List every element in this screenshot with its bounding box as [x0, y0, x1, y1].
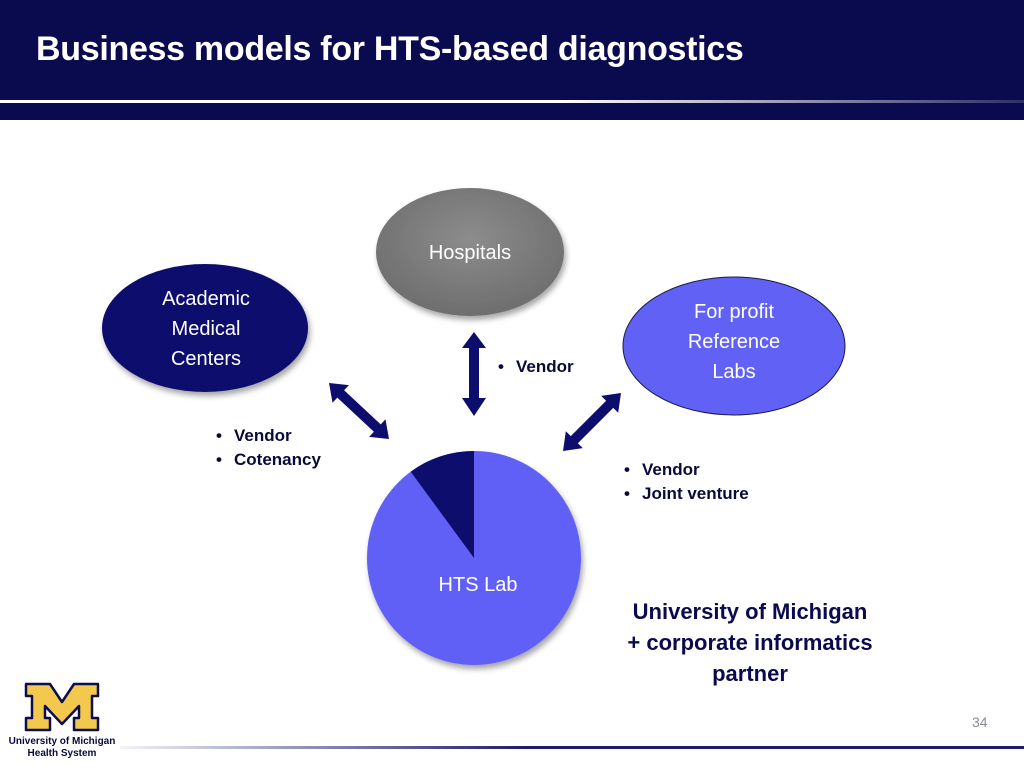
academic-label-line-3: Centers — [170, 348, 242, 370]
for-profit-relationship-item: Joint venture — [620, 482, 749, 506]
university-logo: University of Michigan Health System — [0, 680, 124, 768]
logo-text-line-1: University of Michigan — [8, 736, 116, 747]
academic-double-arrow — [329, 383, 389, 439]
for-profit-label-line-2: Reference — [687, 331, 781, 353]
for-profit-relationship-list: Vendor Joint venture — [620, 458, 749, 506]
footer-rule — [120, 746, 1024, 749]
hts-lab-node — [367, 451, 581, 665]
for-profit-reference-labs-node — [622, 276, 846, 416]
slide-title: Business models for HTS-based diagnostic… — [36, 30, 744, 68]
for-profit-reference-labs-label: For profit Reference Labs — [624, 297, 844, 387]
academic-medical-centers-node — [102, 264, 308, 392]
hts-lab-label-text: HTS Lab — [438, 574, 518, 596]
partner-note-line-3: partner — [712, 661, 788, 686]
academic-medical-centers-label: Academic Medical Centers — [104, 284, 308, 374]
hospitals-label-text: Hospitals — [428, 242, 512, 264]
hospitals-label: Hospitals — [376, 238, 564, 268]
academic-relationship-list: Vendor Cotenancy — [212, 424, 321, 472]
academic-relationship-item: Vendor — [212, 424, 321, 448]
for-profit-label-line-3: Labs — [712, 361, 756, 383]
logo-text-line-2: Health System — [27, 748, 97, 759]
academic-label-line-1: Academic — [162, 288, 250, 310]
academic-relationship-item: Cotenancy — [212, 448, 321, 472]
block-m-icon — [24, 682, 100, 732]
slide-number: 34 — [972, 714, 988, 730]
for-profit-double-arrow — [563, 393, 621, 451]
title-bar: Business models for HTS-based diagnostic… — [0, 0, 1024, 120]
hts-lab-pie-slice — [410, 451, 474, 558]
hospitals-relationship-list: Vendor — [494, 355, 574, 379]
hts-lab-label: HTS Lab — [378, 570, 578, 600]
partner-note-line-2: + corporate informatics — [627, 630, 873, 655]
hospitals-double-arrow — [462, 332, 486, 416]
for-profit-relationship-item: Vendor — [620, 458, 749, 482]
partner-note: University of Michigan + corporate infor… — [590, 596, 910, 689]
partner-note-line-1: University of Michigan — [632, 599, 868, 624]
academic-label-line-2: Medical — [171, 318, 241, 340]
hospitals-node — [376, 188, 564, 316]
title-underline — [0, 100, 1024, 103]
for-profit-label-line-1: For profit — [693, 301, 775, 323]
hospitals-relationship-item: Vendor — [494, 355, 574, 379]
